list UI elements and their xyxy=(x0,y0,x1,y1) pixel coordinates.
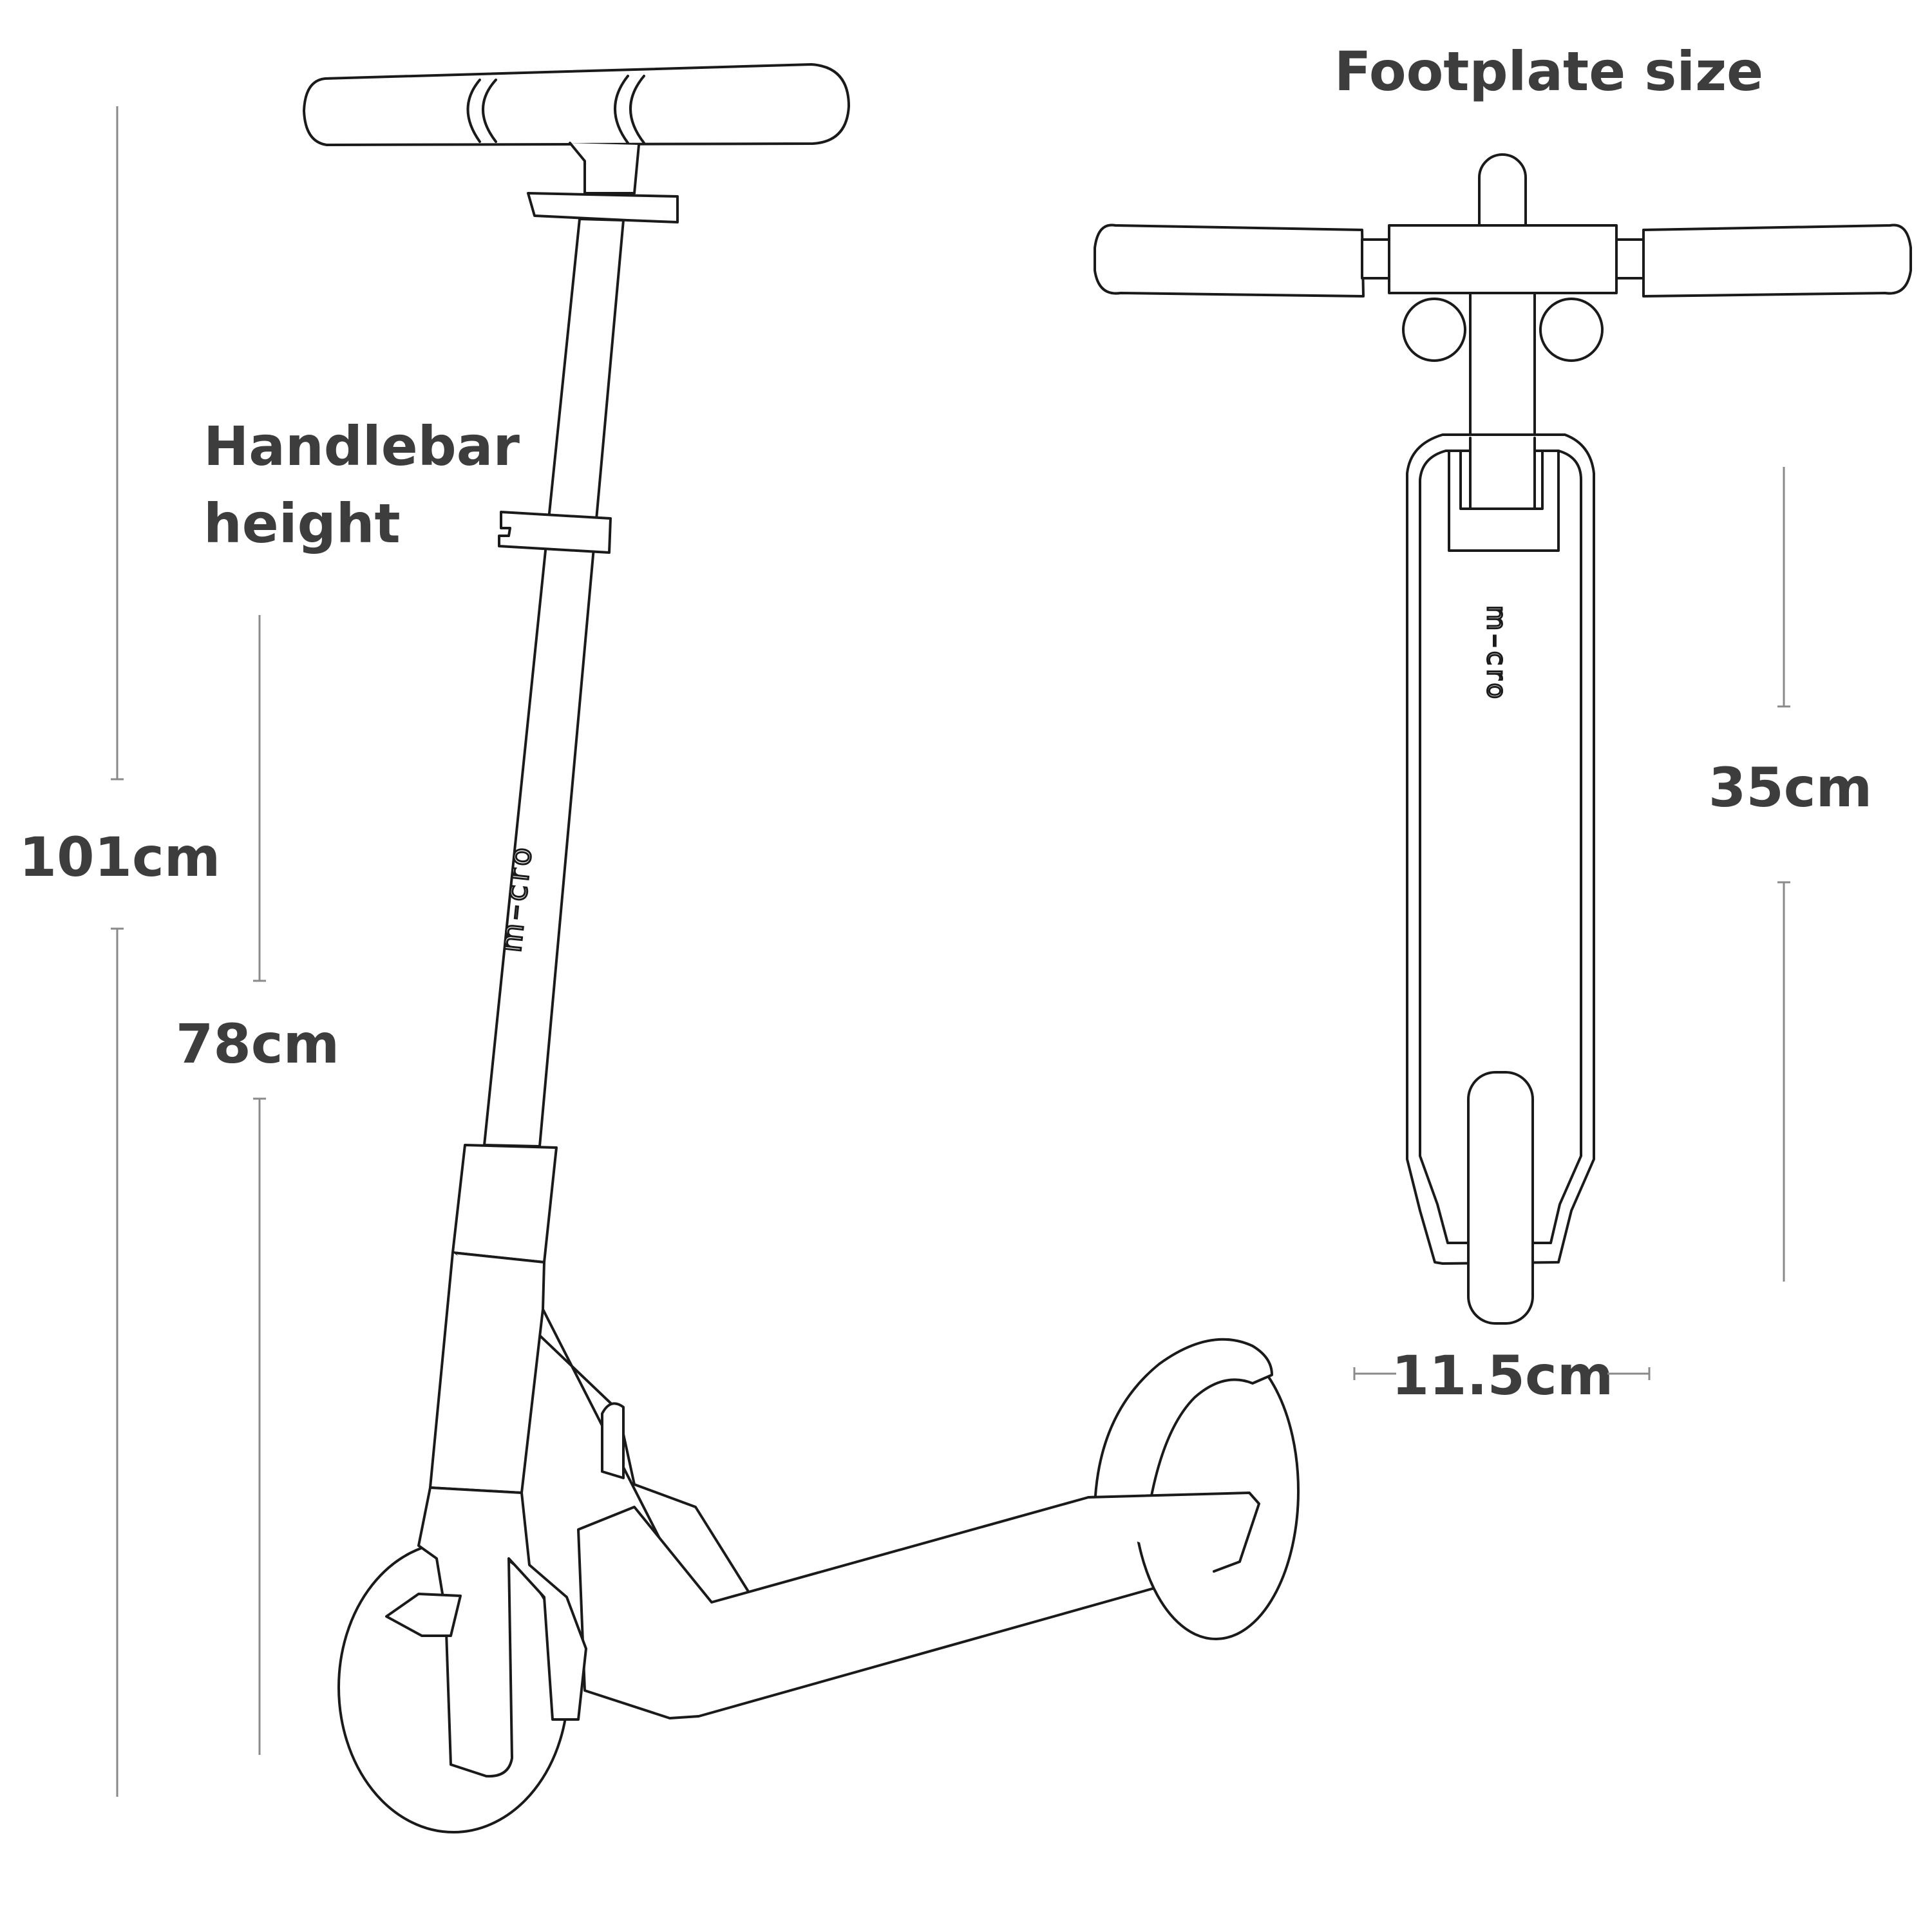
side-folding-latch xyxy=(601,1402,625,1479)
scooter-side-view: m–cro xyxy=(303,63,1300,1833)
top-front-tube-cover xyxy=(1469,437,1536,510)
top-front-deck-plate xyxy=(1448,450,1560,552)
side-height-clamp xyxy=(498,511,612,554)
handlebar-height-label-line2: height xyxy=(204,492,401,555)
top-deck-inner xyxy=(1419,450,1582,1244)
min-height-value: 78cm xyxy=(176,1012,339,1075)
side-stem-neck xyxy=(569,142,640,194)
side-deck-rear-tip xyxy=(1088,1493,1259,1571)
deck-width-value: 11.5cm xyxy=(1392,1344,1614,1407)
side-upper-tube xyxy=(483,218,625,1148)
side-handlebar-grip xyxy=(303,63,850,146)
side-front-fender xyxy=(385,1593,462,1637)
top-left-grip xyxy=(1094,223,1365,298)
footplate-size-title: Footplate size xyxy=(1334,40,1763,103)
total-height-dimension-line xyxy=(111,106,124,1797)
side-front-fork xyxy=(417,1486,587,1778)
total-height-value: 101cm xyxy=(19,826,221,889)
handlebar-height-label-line1: Handlebar xyxy=(204,415,520,478)
min-height-dimension-line xyxy=(253,615,266,1755)
top-right-clamp xyxy=(1539,298,1604,362)
side-stem-clamp xyxy=(527,192,679,223)
deck-length-value: 35cm xyxy=(1709,756,1872,819)
top-rear-wheel xyxy=(1467,1071,1534,1325)
top-bar-right-link xyxy=(1615,238,1645,279)
top-right-grip xyxy=(1642,223,1912,298)
top-handlebar-center-block xyxy=(1388,224,1618,294)
side-rear-brake-fender xyxy=(1094,1338,1273,1528)
deck-length-dimension-line xyxy=(1777,467,1790,1282)
top-bar-left-link xyxy=(1361,238,1390,279)
top-deck-brand-logo: m–cro xyxy=(1481,605,1511,703)
top-left-clamp xyxy=(1402,298,1466,362)
scooter-top-view: m–cro xyxy=(1094,153,1912,1325)
side-lower-sleeve xyxy=(451,1144,558,1264)
deck-width-dimension-line xyxy=(1353,1367,1651,1380)
